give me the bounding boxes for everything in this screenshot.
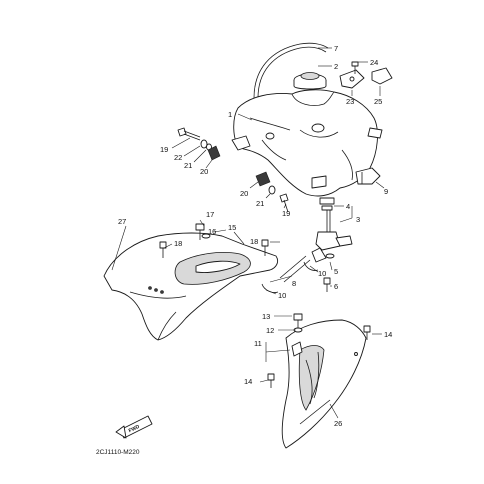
cap-bracket — [339, 69, 365, 89]
callout-10-upper: 10 — [318, 269, 326, 278]
screw-6 — [323, 277, 331, 292]
callout-18-right: 18 — [250, 237, 258, 246]
bolt-17 — [195, 223, 205, 240]
fwd-label: FWD — [128, 424, 141, 435]
cover-bolts — [148, 286, 164, 294]
forward-arrow-icon: FWD — [115, 415, 153, 439]
side-cover-left — [103, 232, 279, 341]
callout-11: 11 — [254, 339, 262, 348]
callout-16: 16 — [208, 227, 216, 236]
callout-8: 8 — [292, 279, 296, 288]
collar-21-lower — [268, 185, 276, 195]
callout-13: 13 — [262, 312, 270, 321]
callout-20-upper: 20 — [200, 167, 208, 176]
callout-21-lower: 21 — [256, 199, 264, 208]
callout-19-lower: 19 — [282, 209, 290, 218]
callout-5: 5 — [334, 267, 338, 276]
drawing-code: 2CJ1110-M220 — [96, 449, 140, 456]
callout-26: 26 — [334, 419, 342, 428]
fuel-cap — [293, 72, 327, 90]
callout-17: 17 — [206, 210, 214, 219]
cap-bracket-bolt — [351, 61, 359, 74]
callout-18-left: 18 — [174, 239, 182, 248]
callout-14-lower: 14 — [244, 377, 252, 386]
leader-lines — [111, 47, 385, 419]
callout-7: 7 — [334, 44, 338, 53]
callout-9: 9 — [384, 187, 388, 196]
callout-24: 24 — [370, 58, 378, 67]
callout-23: 23 — [346, 97, 354, 106]
callout-20-lower: 20 — [240, 189, 248, 198]
fuel-tank — [231, 89, 383, 197]
fuel-pipe-8 — [279, 255, 311, 283]
callout-3: 3 — [356, 215, 360, 224]
filter-screen-4 — [319, 197, 335, 205]
callout-25: 25 — [374, 97, 382, 106]
callout-labels: 7 2 1 24 23 25 9 19 22 21 20 20 21 19 4 … — [118, 44, 392, 428]
callout-22: 22 — [174, 153, 182, 162]
washer-22 — [200, 139, 208, 149]
grommet-11 — [291, 341, 303, 357]
callout-12: 12 — [266, 326, 274, 335]
fuel-cock — [311, 205, 353, 263]
callout-27: 27 — [118, 217, 126, 226]
callout-19-upper: 19 — [160, 145, 168, 154]
damper-20-upper — [207, 145, 221, 161]
callout-14-upper: 14 — [384, 330, 392, 339]
bolt-14-upper — [363, 325, 371, 340]
bolt-19-lower — [279, 193, 289, 213]
bolt-18-left — [159, 241, 167, 258]
callout-6: 6 — [334, 282, 338, 291]
breather-hose — [253, 42, 329, 99]
rear-mount-rubber — [355, 167, 381, 185]
callout-21-upper: 21 — [184, 161, 192, 170]
bolt-18-right — [261, 239, 269, 256]
breather-hose-inner — [257, 46, 327, 99]
bolt-14-lower — [267, 373, 275, 388]
callout-10-lower: 10 — [278, 291, 286, 300]
bolt-13 — [293, 313, 303, 328]
bolt-19-upper — [177, 127, 201, 141]
side-cover-right — [281, 319, 367, 449]
damper-20-lower — [255, 171, 271, 187]
callout-1: 1 — [228, 110, 232, 119]
o-ring-5 — [325, 253, 335, 259]
callout-15: 15 — [228, 223, 236, 232]
collar-16 — [201, 233, 211, 239]
callout-2: 2 — [334, 62, 338, 71]
bracket-clip — [371, 67, 393, 85]
callout-4: 4 — [346, 202, 350, 211]
